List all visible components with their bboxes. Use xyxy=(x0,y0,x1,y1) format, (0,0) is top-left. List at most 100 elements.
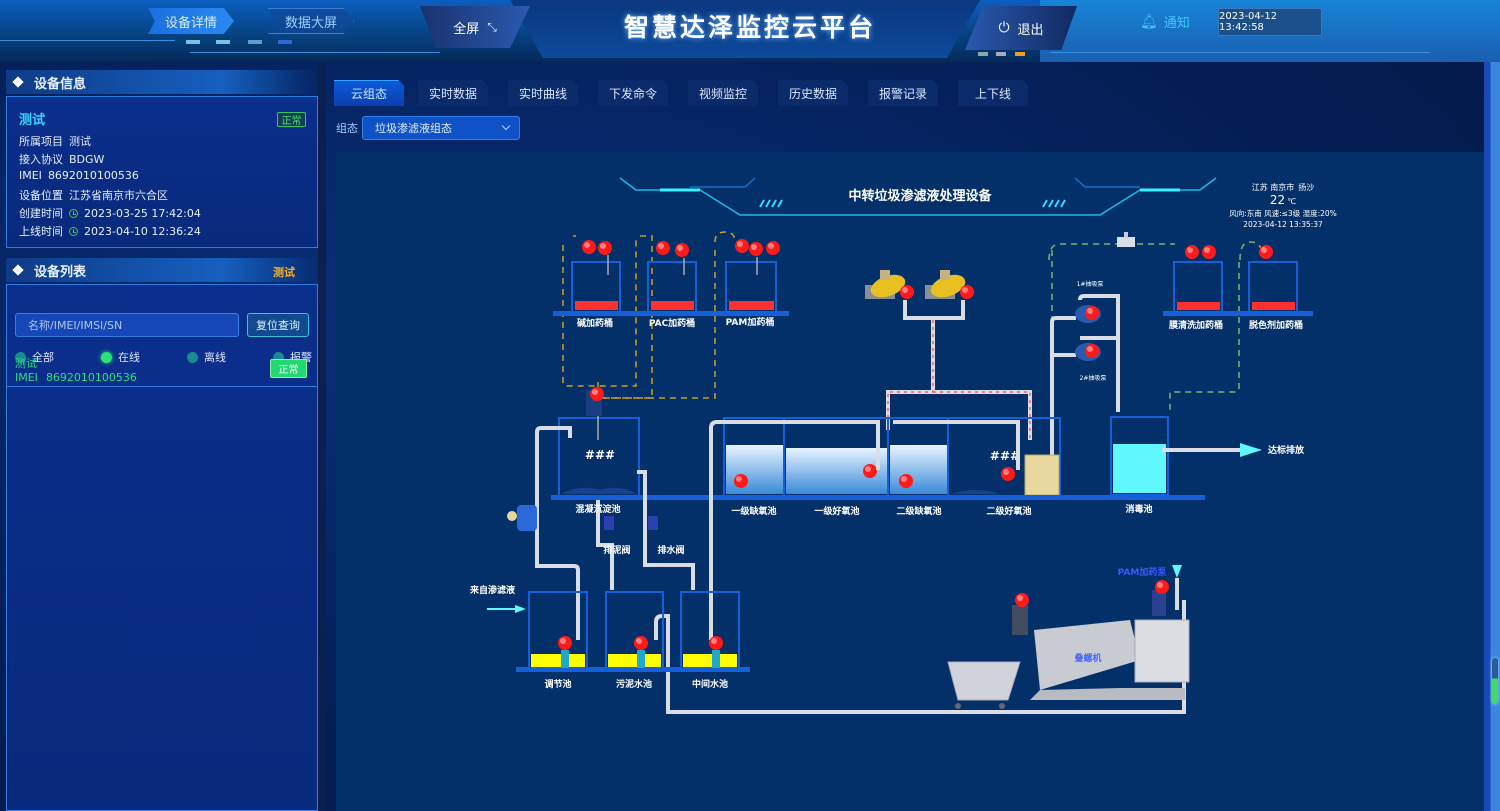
tab-online-offline[interactable]: 上下线 xyxy=(958,80,1028,106)
tank-label-pam: PAM加药桶 xyxy=(726,316,775,328)
reset-query-button[interactable]: 复位查询 xyxy=(247,313,309,337)
chemical-dosing-lines xyxy=(562,231,736,406)
tab-label: 实时数据 xyxy=(428,86,477,101)
valve-top-icon xyxy=(1117,232,1135,247)
tab-realtime-data[interactable]: 实时数据 xyxy=(418,80,488,106)
diamond-icon xyxy=(12,264,24,276)
diagram-title-decoration xyxy=(619,177,1217,216)
nav-tab-device-detail[interactable]: 设备详情 xyxy=(148,8,234,34)
weather-location: 江苏 南京市 xyxy=(1252,182,1295,192)
title-frame xyxy=(510,0,980,58)
filter-online[interactable]: 在线 xyxy=(101,349,140,365)
device-list-heading: 设备列表 xyxy=(34,264,87,280)
info-row-project: 所属项目测试 xyxy=(19,133,91,149)
filter-label: 离线 xyxy=(204,351,226,364)
tab-label: 历史数据 xyxy=(788,86,837,101)
fullscreen-button[interactable]: 全屏 ⤡ xyxy=(420,6,530,48)
logout-button[interactable]: ⏻ 退出 xyxy=(965,6,1077,50)
header-dash xyxy=(216,40,230,44)
weather-time: 2023-04-12 13:35:37 xyxy=(1243,220,1323,229)
suction-pump-2 xyxy=(1075,343,1101,361)
device-item-name: 测试 xyxy=(15,357,37,370)
air-pipe xyxy=(886,300,1032,440)
weather-details: 风向:东南 风速:≤3级 湿度:20% xyxy=(1229,208,1337,218)
bell-icon: 🔔︎ xyxy=(1140,13,1158,30)
filter-offline[interactable]: 离线 xyxy=(187,349,226,365)
info-label: 所属项目 xyxy=(19,135,63,148)
dewaterer-label: 叠螺机 xyxy=(1074,652,1101,664)
info-label: 创建时间 xyxy=(19,207,63,220)
notification-button[interactable]: 🔔︎ 通知 xyxy=(1140,12,1190,32)
scada-canvas: 中转垃圾渗滤液处理设备 江苏 南京市扬沙 22℃ 风向:东南 风速:≤3级 湿度… xyxy=(336,152,1484,811)
flowmeter-icon xyxy=(507,505,537,531)
chevron-down-icon xyxy=(501,121,511,131)
fullscreen-label: 全屏 xyxy=(453,21,480,37)
drain-valve-icon xyxy=(648,516,658,530)
nav-tab-label: 数据大屏 xyxy=(284,15,337,31)
header-dash xyxy=(978,52,988,56)
sludge-valve-label: 排泥阀 xyxy=(603,544,630,556)
header-dash xyxy=(248,40,262,44)
scrollbar-thumb[interactable] xyxy=(1492,658,1498,704)
device-name: 测试 xyxy=(19,113,46,128)
tab-history[interactable]: 历史数据 xyxy=(778,80,848,106)
dosing-tank-group xyxy=(553,239,789,316)
info-value: 8692010100536 xyxy=(47,169,139,182)
config-select[interactable]: 垃圾渗滤液组态 xyxy=(362,116,520,140)
device-status-badge: 正常 xyxy=(270,359,307,378)
tab-label: 云组态 xyxy=(350,87,387,101)
process-base xyxy=(551,495,1205,500)
radio-icon xyxy=(187,351,198,363)
left-panel-scrollbar[interactable] xyxy=(318,62,326,811)
weather-condition: 扬沙 xyxy=(1298,182,1314,192)
radio-icon xyxy=(15,351,26,363)
sludge-valve-icon xyxy=(604,516,614,530)
weather-temp: 22 xyxy=(1270,193,1285,207)
clock-icon xyxy=(69,226,78,236)
info-value: 2023-03-25 17:42:04 xyxy=(84,206,201,220)
main-scrollbar[interactable] xyxy=(1484,62,1500,811)
suction-pipes xyxy=(1050,294,1120,470)
info-value: 2023-04-10 12:36:24 xyxy=(84,224,201,238)
nav-tab-data-screen[interactable]: 数据大屏 xyxy=(268,8,354,34)
header-dash xyxy=(996,52,1006,56)
tab-realtime-curve[interactable]: 实时曲线 xyxy=(508,80,578,106)
tank-label-sludge: 污泥水池 xyxy=(616,678,652,690)
info-label: IMEI xyxy=(19,169,42,182)
search-input[interactable]: 名称/IMEI/IMSI/SN xyxy=(15,313,239,337)
diamond-icon xyxy=(12,76,24,88)
tank-label-alkali: 碱加药桶 xyxy=(577,317,613,329)
diagram-title: 中转垃圾渗滤液处理设备 xyxy=(848,188,992,204)
tab-label: 视频监控 xyxy=(698,86,747,101)
tab-send-command[interactable]: 下发命令 xyxy=(598,80,668,106)
info-label: 设备位置 xyxy=(19,189,63,202)
tank-label-pac: PAC加药桶 xyxy=(649,317,695,329)
tab-cloud-config[interactable]: 云组态 xyxy=(334,80,404,106)
info-value: BDGW xyxy=(69,152,105,166)
blower-group xyxy=(865,270,974,299)
discharge-label: 达标排放 xyxy=(1268,444,1305,456)
info-value: 江苏省南京市六合区 xyxy=(69,189,168,202)
coagulation-value: ### xyxy=(585,448,615,462)
filter-all[interactable]: 全部 xyxy=(15,349,54,365)
header-dash xyxy=(186,40,200,44)
membrane-dosing-lines xyxy=(1048,241,1263,410)
tab-label: 报警记录 xyxy=(878,86,927,101)
pump2-label: 2#抽吸泵 xyxy=(1080,374,1107,382)
weather-widget: 江苏 南京市扬沙 22℃ 风向:东南 风速:≤3级 湿度:20% 2023-04… xyxy=(1229,182,1337,229)
pump1-label: 1#抽吸泵 xyxy=(1077,280,1104,288)
tab-alarm-records[interactable]: 报警记录 xyxy=(868,80,938,106)
header-dash xyxy=(1015,52,1025,56)
radio-icon xyxy=(273,351,284,363)
tank-label-intermediate: 中间水池 xyxy=(692,678,728,690)
inflow-arrow xyxy=(487,605,526,613)
clock-icon xyxy=(69,208,78,218)
tab-video[interactable]: 视频监控 xyxy=(688,80,758,106)
device-list-header: 设备列表 xyxy=(6,258,316,282)
filter-label: 全部 xyxy=(32,351,54,364)
process-diagram: 中转垃圾渗滤液处理设备 江苏 南京市扬沙 22℃ 风向:东南 风速:≤3级 湿度… xyxy=(469,177,1337,714)
